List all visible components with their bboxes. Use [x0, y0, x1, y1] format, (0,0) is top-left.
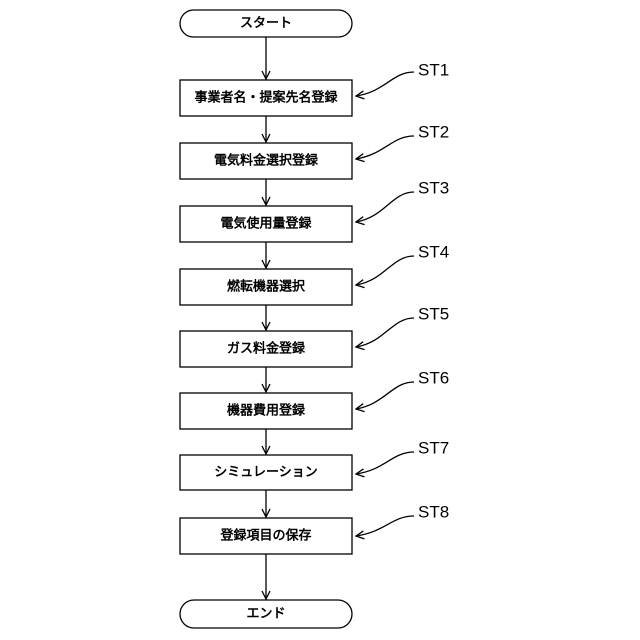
step-label-st5: ST5: [418, 305, 449, 324]
process-label-st3: 電気使用量登録: [220, 216, 312, 232]
process-box-st7: シミュレーション: [180, 455, 352, 490]
leader-line-st3: [356, 192, 414, 222]
leader-line-st5: [356, 318, 414, 347]
end-terminal-label: エンド: [246, 607, 285, 622]
process-box-st8: 登録項目の保存: [180, 518, 352, 554]
process-label-st6: 機器費用登録: [227, 403, 306, 419]
process-label-st4: 燃転機器選択: [227, 279, 306, 295]
step-label-st3: ST3: [418, 179, 449, 198]
process-label-st2: 電気料金選択登録: [214, 153, 319, 169]
leader-line-st7: [356, 452, 414, 474]
process-box-st3: 電気使用量登録: [180, 206, 352, 242]
step-label-st4: ST4: [418, 243, 449, 262]
leader-line-st1: [356, 72, 414, 96]
process-label-st7: シミュレーション: [214, 465, 317, 480]
leader-line-st6: [356, 382, 414, 409]
start-terminal: スタート: [180, 10, 352, 37]
step-label-st1: ST1: [418, 61, 449, 80]
leader-line-st8: [356, 516, 414, 536]
end-terminal: エンド: [180, 600, 352, 628]
process-label-st8: 登録項目の保存: [219, 528, 311, 544]
step-label-st7: ST7: [418, 439, 449, 458]
leader-line-st2: [356, 136, 414, 159]
process-box-st6: 機器費用登録: [180, 393, 352, 429]
leader-line-st4: [356, 256, 414, 285]
start-terminal-label: スタート: [240, 16, 292, 31]
process-box-st5: ガス料金登録: [180, 331, 352, 367]
process-box-st4: 燃転機器選択: [180, 269, 352, 305]
step-label-st6: ST6: [418, 369, 449, 388]
step-label-st8: ST8: [418, 503, 449, 522]
process-box-st1: 事業者名・提案先名登録: [180, 80, 352, 116]
process-box-st2: 電気料金選択登録: [180, 143, 352, 179]
step-label-st2: ST2: [418, 123, 449, 142]
process-label-st5: ガス料金登録: [227, 341, 306, 357]
process-label-st1: 事業者名・提案先名登録: [194, 90, 338, 106]
